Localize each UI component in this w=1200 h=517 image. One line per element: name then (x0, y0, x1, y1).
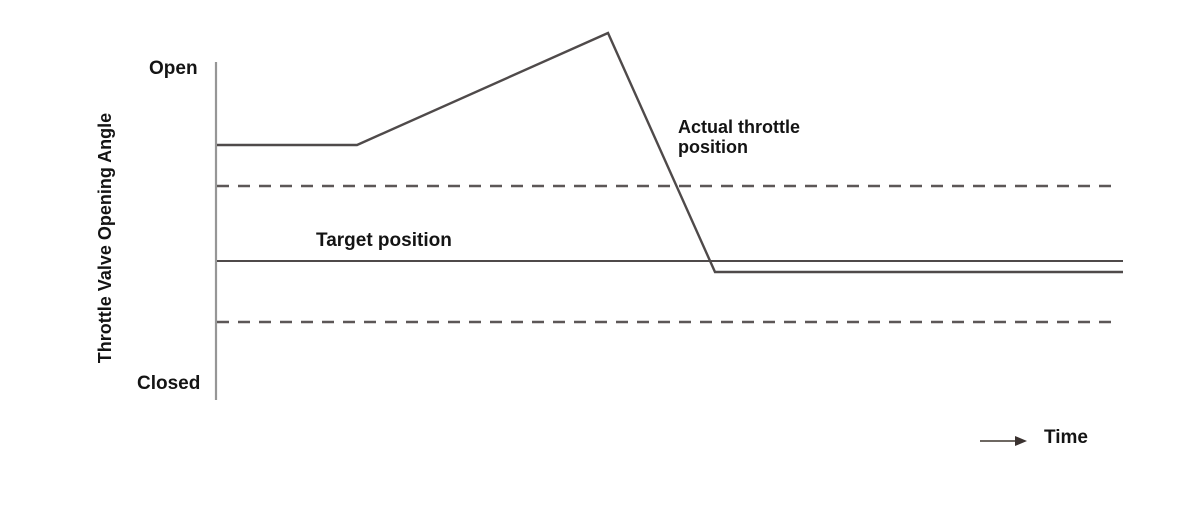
y-axis-closed-label: Closed (137, 373, 201, 394)
y-axis-open-label: Open (149, 58, 198, 79)
actual-throttle-line (217, 31, 1123, 274)
y-axis-title: Throttle Valve Opening Angle (95, 112, 115, 364)
time-axis-label: Time (1044, 427, 1089, 448)
actual-throttle-position-label: Actual throttle position (678, 117, 801, 157)
target-position-label: Target position (316, 230, 452, 251)
